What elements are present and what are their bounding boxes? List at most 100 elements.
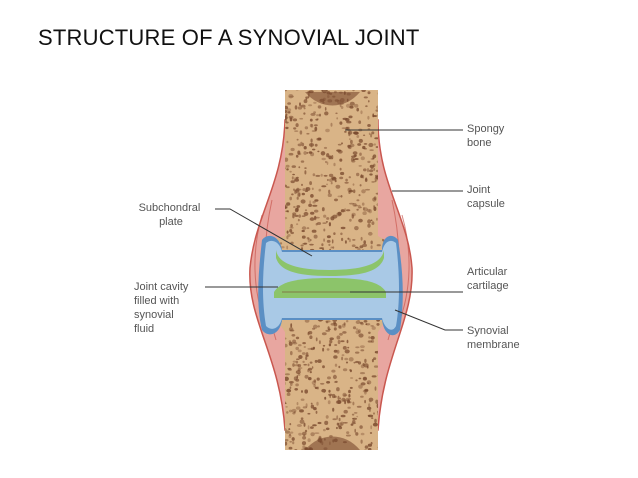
bone-pore <box>307 237 310 240</box>
bone-pore <box>313 379 317 383</box>
bone-pore <box>345 126 349 130</box>
bone-pore <box>301 192 305 196</box>
bone-pore <box>309 181 312 186</box>
bone-pore <box>364 390 367 395</box>
bone-pore <box>371 375 377 378</box>
bone-pore <box>337 425 342 428</box>
bone-pore <box>270 419 274 424</box>
bone-pore <box>301 235 306 239</box>
bone-pore <box>351 413 355 416</box>
bone-pore <box>354 226 359 231</box>
bone-pore <box>277 445 280 450</box>
bone-pore <box>306 132 310 135</box>
bone-pore <box>365 323 371 326</box>
bone-pore <box>330 246 334 249</box>
bone-pore <box>272 381 276 385</box>
bone-pore <box>355 360 359 364</box>
bone-pore <box>384 416 387 419</box>
bone-pore <box>311 229 317 233</box>
bone-pore <box>333 162 336 167</box>
bone-pore <box>352 151 358 155</box>
bone-pore <box>290 382 293 387</box>
bone-pore <box>376 244 381 247</box>
bone-pore <box>353 361 356 364</box>
bone-pore <box>296 176 299 179</box>
bone-pore <box>363 143 368 145</box>
bone-pore <box>316 118 319 120</box>
bone-pore <box>282 90 287 92</box>
bone-pore <box>367 160 371 164</box>
bone-pore <box>359 184 362 187</box>
bone-pore <box>346 209 351 212</box>
bone-pore <box>287 102 291 105</box>
bone-pore <box>369 432 373 434</box>
bone-pore <box>349 202 354 205</box>
bone-pore <box>348 176 351 179</box>
bone-pore <box>360 439 363 444</box>
bone-pore <box>289 386 292 390</box>
label-joint-capsule: Joint capsule <box>467 184 505 210</box>
bone-pore <box>304 374 309 379</box>
bone-pore <box>270 424 273 429</box>
bone-pore <box>286 411 289 414</box>
bone-pore <box>295 383 299 387</box>
bone-pore <box>338 417 341 422</box>
bone-pore <box>288 111 291 114</box>
bone-pore <box>308 367 313 371</box>
bone-pore <box>385 419 389 422</box>
bone-pore <box>292 342 298 345</box>
bone-pore <box>368 336 371 339</box>
bone-pore <box>313 216 317 221</box>
bone-pore <box>272 106 277 111</box>
bone-pore <box>335 112 338 115</box>
bone-pore <box>289 381 294 384</box>
lower-articular-cartilage <box>274 278 386 298</box>
bone-pore <box>279 242 283 245</box>
bone-pore <box>316 222 322 225</box>
bone-pore <box>368 331 371 334</box>
bone-pore <box>326 153 330 158</box>
bone-pore <box>297 368 301 372</box>
bone-pore <box>347 406 351 409</box>
bone-pore <box>341 356 344 361</box>
bone-pore <box>301 441 307 446</box>
bone-pore <box>330 181 333 185</box>
bone-pore <box>367 340 373 343</box>
bone-pore <box>314 215 317 220</box>
bone-pore <box>307 438 311 443</box>
bone-pore <box>309 118 313 122</box>
bone-pore <box>316 114 320 117</box>
bone-pore <box>284 439 289 442</box>
bone-pore <box>297 364 302 368</box>
bone-pore <box>326 178 329 182</box>
bone-pore <box>366 208 371 213</box>
bone-pore <box>301 226 307 230</box>
bone-pore <box>310 112 316 116</box>
bone-pore <box>300 398 305 401</box>
bone-pore <box>296 138 299 141</box>
bone-pore <box>312 327 316 330</box>
bone-pore <box>357 204 361 209</box>
bone-pore <box>363 206 365 211</box>
bone-pore <box>341 237 344 242</box>
bone-pore <box>314 143 318 147</box>
bone-pore <box>360 322 364 326</box>
bone-pore <box>292 363 295 367</box>
bone-pore <box>368 231 373 236</box>
bone-pore <box>381 139 385 143</box>
bone-pore <box>328 155 332 159</box>
bone-pore <box>349 101 355 106</box>
bone-pore <box>354 428 357 433</box>
bone-pore <box>304 389 309 394</box>
bone-pore <box>370 133 373 138</box>
bone-pore <box>361 202 365 206</box>
bone-pore <box>384 161 385 165</box>
bone-pore <box>367 447 372 450</box>
bone-pore <box>335 380 338 383</box>
bone-pore <box>335 426 338 430</box>
bone-pore <box>365 188 370 191</box>
bone-pore <box>310 194 314 198</box>
bone-pore <box>388 377 392 381</box>
bone-pore <box>344 357 349 361</box>
bone-pore <box>311 187 314 191</box>
